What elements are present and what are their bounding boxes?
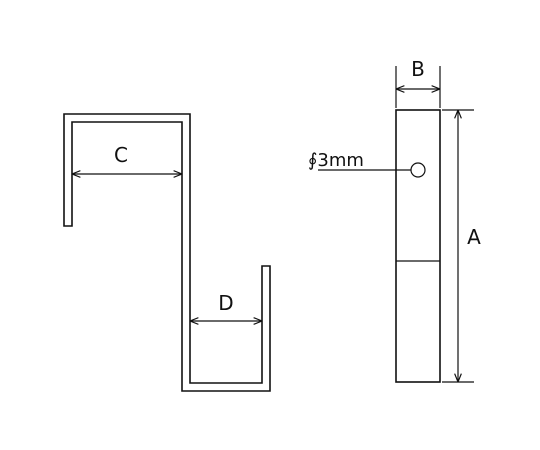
front-view-bar <box>395 109 441 383</box>
dimension-a-label: A <box>467 225 481 249</box>
hole-size-label: ∮3mm <box>308 150 364 171</box>
hook-outline-outer <box>63 113 271 392</box>
dimension-c-label: C <box>114 143 128 167</box>
hole-circle <box>410 162 426 178</box>
dimension-d-label: D <box>218 291 233 315</box>
dimension-b-label: B <box>411 57 425 81</box>
